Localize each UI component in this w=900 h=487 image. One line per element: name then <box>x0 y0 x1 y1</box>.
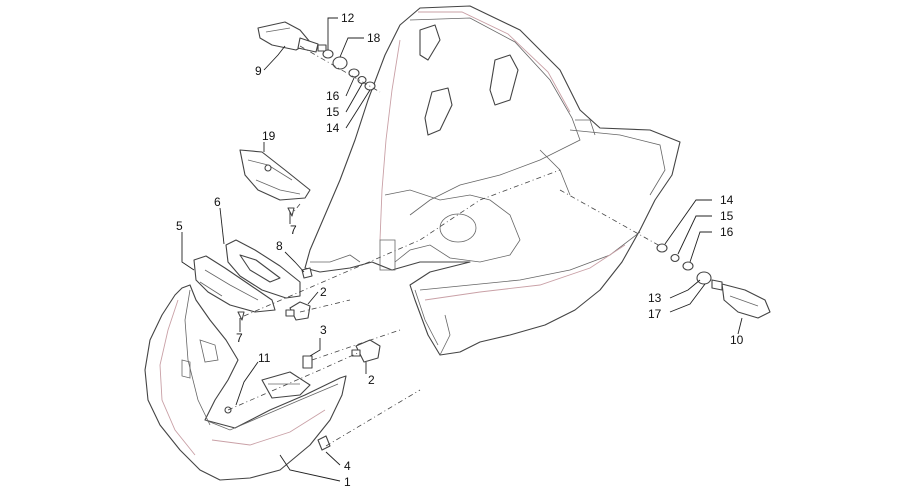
callout-15: 15 <box>720 209 734 223</box>
part-3-clip <box>302 355 313 369</box>
callout-15: 15 <box>326 105 340 119</box>
part-1-headlight-housing <box>144 284 347 481</box>
callout-2: 2 <box>320 285 327 299</box>
part-5-lower-lens <box>193 255 276 313</box>
callout-7: 7 <box>290 223 297 237</box>
callout-7: 7 <box>236 331 243 345</box>
callout-13: 13 <box>648 291 662 305</box>
callout-1: 1 <box>344 475 351 487</box>
assembly-axis-lines <box>227 45 661 447</box>
leader-lines <box>181 17 743 482</box>
small-fasteners <box>237 267 313 321</box>
right-washer-set <box>656 243 723 291</box>
callout-9: 9 <box>255 64 262 78</box>
callout-16: 16 <box>326 89 340 103</box>
front-shield <box>304 5 681 356</box>
callout-8: 8 <box>276 239 283 253</box>
callout-14: 14 <box>326 121 340 135</box>
callout-10: 10 <box>730 333 744 347</box>
callout-11: 11 <box>258 351 271 365</box>
callout-5: 5 <box>176 219 183 233</box>
part-2-bulb-holders <box>285 301 381 363</box>
upper-washer-set <box>322 49 376 91</box>
callout-labels: 12 18 9 16 15 14 19 7 5 6 8 2 7 3 11 2 4… <box>176 11 744 487</box>
callout-14: 14 <box>720 193 734 207</box>
part-9-turn-indicator-left <box>257 21 327 53</box>
part-6-lens-frame <box>225 239 301 299</box>
part-19-upper-lens <box>239 149 311 217</box>
callout-4: 4 <box>344 459 351 473</box>
callout-17: 17 <box>648 307 662 321</box>
callout-12: 12 <box>341 11 355 25</box>
callout-16: 16 <box>720 225 734 239</box>
part-10-turn-indicator-right <box>721 283 771 319</box>
callout-3: 3 <box>320 323 327 337</box>
callout-18: 18 <box>367 31 381 45</box>
callout-6: 6 <box>214 195 221 209</box>
callout-19: 19 <box>262 129 276 143</box>
callout-2: 2 <box>368 373 375 387</box>
